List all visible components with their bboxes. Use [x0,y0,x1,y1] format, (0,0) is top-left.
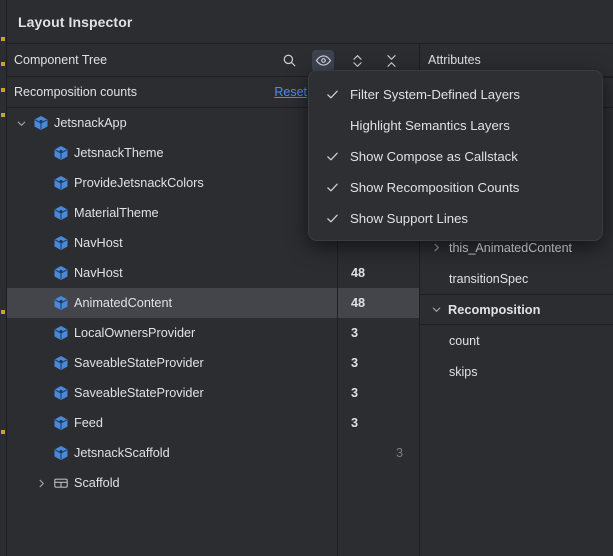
tree-row-label: NavHost [74,236,123,250]
panel-divider[interactable] [419,44,420,556]
menu-item-label: Show Support Lines [350,211,469,226]
gutter-marker [1,430,5,434]
tree-row[interactable]: AnimatedContent 48 [7,288,419,318]
recomposition-count: 3 [351,326,359,340]
check-icon [326,150,339,163]
composable-cube-icon [33,115,49,131]
view-layout-icon [53,475,69,491]
tree-row[interactable]: ProvideJetsnackColors [7,168,419,198]
tree-row[interactable]: LocalOwnersProvider 3 [7,318,419,348]
tree-row[interactable]: JetsnackTheme [7,138,419,168]
component-tree-toolbar [278,44,402,77]
component-tree[interactable]: JetsnackApp JetsnackTheme ProvideJetsnac… [7,108,419,556]
gutter-marker [1,310,5,314]
tree-row-label: Feed [74,416,103,430]
menu-item[interactable]: Show Compose as Callstack [309,141,602,172]
recomposition-count: 3 [351,416,359,430]
tree-column-divider [337,108,338,556]
recomposition-count: 48 [351,296,366,310]
tree-row[interactable]: MaterialTheme [7,198,419,228]
search-icon[interactable] [278,50,300,72]
collapse-all-icon[interactable] [380,50,402,72]
eye-icon[interactable] [312,49,334,72]
tree-row-label: ProvideJetsnackColors [74,176,204,190]
chevron-down-icon[interactable] [14,116,28,130]
tree-row-label: LocalOwnersProvider [74,326,196,340]
tree-row[interactable]: Scaffold [7,468,419,498]
composable-cube-icon [53,235,69,251]
composable-cube-icon [53,385,69,401]
attribute-name: this_AnimatedContent [449,240,572,255]
composable-cube-icon [53,205,69,221]
gutter-marker [1,62,5,66]
menu-item[interactable]: Show Recomposition Counts [309,172,602,203]
menu-item-label: Filter System-Defined Layers [350,87,521,102]
menu-item[interactable]: Filter System-Defined Layers [309,79,602,110]
component-tree-header: Component Tree [7,44,419,77]
recomposition-counts-row: Recomposition counts Reset [7,77,419,108]
tree-row-label: Scaffold [74,476,120,490]
attribute-name: transitionSpec [449,271,529,286]
tree-row-label: NavHost [74,266,123,280]
tree-row[interactable]: NavHost 48 [7,258,419,288]
tree-row-label: SaveableStateProvider [74,386,204,400]
menu-item[interactable]: Show Support Lines [309,203,602,234]
gutter-marker [1,113,5,117]
tree-row[interactable]: SaveableStateProvider 3 [7,348,419,378]
attribute-name: count [449,333,480,348]
tree-row[interactable]: JetsnackScaffold 3 [7,438,419,468]
attribute-row[interactable]: skips [420,356,613,387]
composable-cube-icon [53,295,69,311]
tree-row-label: MaterialTheme [74,206,159,220]
attribute-group-label: Recomposition [448,302,541,317]
check-icon [326,212,339,225]
attribute-group-row[interactable]: Recomposition [420,294,613,325]
composable-cube-icon [53,445,69,461]
tree-row-label: AnimatedContent [74,296,173,310]
recomposition-count: 3 [351,386,359,400]
check-icon [326,181,339,194]
tree-row[interactable]: SaveableStateProvider 3 [7,378,419,408]
gutter-marker [1,88,5,92]
attribute-name: skips [449,364,478,379]
menu-item-label: Highlight Semantics Layers [350,118,510,133]
chevron-right-icon[interactable] [430,242,442,254]
attribute-row[interactable]: this_AnimatedContent [420,232,613,263]
tree-row-label: SaveableStateProvider [74,356,204,370]
recomposition-count: 3 [351,356,359,370]
tree-row[interactable]: Feed 3 [7,408,419,438]
chevron-right-icon[interactable] [34,476,48,490]
tree-row[interactable]: JetsnackApp [7,108,419,138]
tree-row[interactable]: NavHost [7,228,419,258]
attributes-label: Attributes [428,53,481,67]
tool-window-header: Layout Inspector [7,0,613,44]
check-icon [326,88,339,101]
gutter-marker [1,37,5,41]
attribute-row[interactable]: transitionSpec [420,263,613,294]
menu-item[interactable]: Highlight Semantics Layers [309,110,602,141]
page-title: Layout Inspector [18,13,133,30]
editor-gutter-strip [0,0,7,556]
component-tree-label: Component Tree [14,53,108,67]
tree-row-label: JetsnackApp [54,116,127,130]
composable-cube-icon [53,355,69,371]
tree-row-label: JetsnackScaffold [74,446,170,460]
expand-collapse-icon[interactable] [346,50,368,72]
menu-item-label: Show Recomposition Counts [350,180,520,195]
composable-cube-icon [53,145,69,161]
tree-row-label: JetsnackTheme [74,146,164,160]
composable-cube-icon [53,415,69,431]
attribute-row[interactable]: count [420,325,613,356]
reset-link[interactable]: Reset [274,85,307,99]
recomposition-count: 3 [395,446,403,460]
composable-cube-icon [53,265,69,281]
composable-cube-icon [53,175,69,191]
composable-cube-icon [53,325,69,341]
recomposition-counts-label: Recomposition counts [14,85,137,99]
chevron-down-icon[interactable] [430,304,442,316]
recomposition-count: 48 [351,266,366,280]
menu-item-label: Show Compose as Callstack [350,149,518,164]
